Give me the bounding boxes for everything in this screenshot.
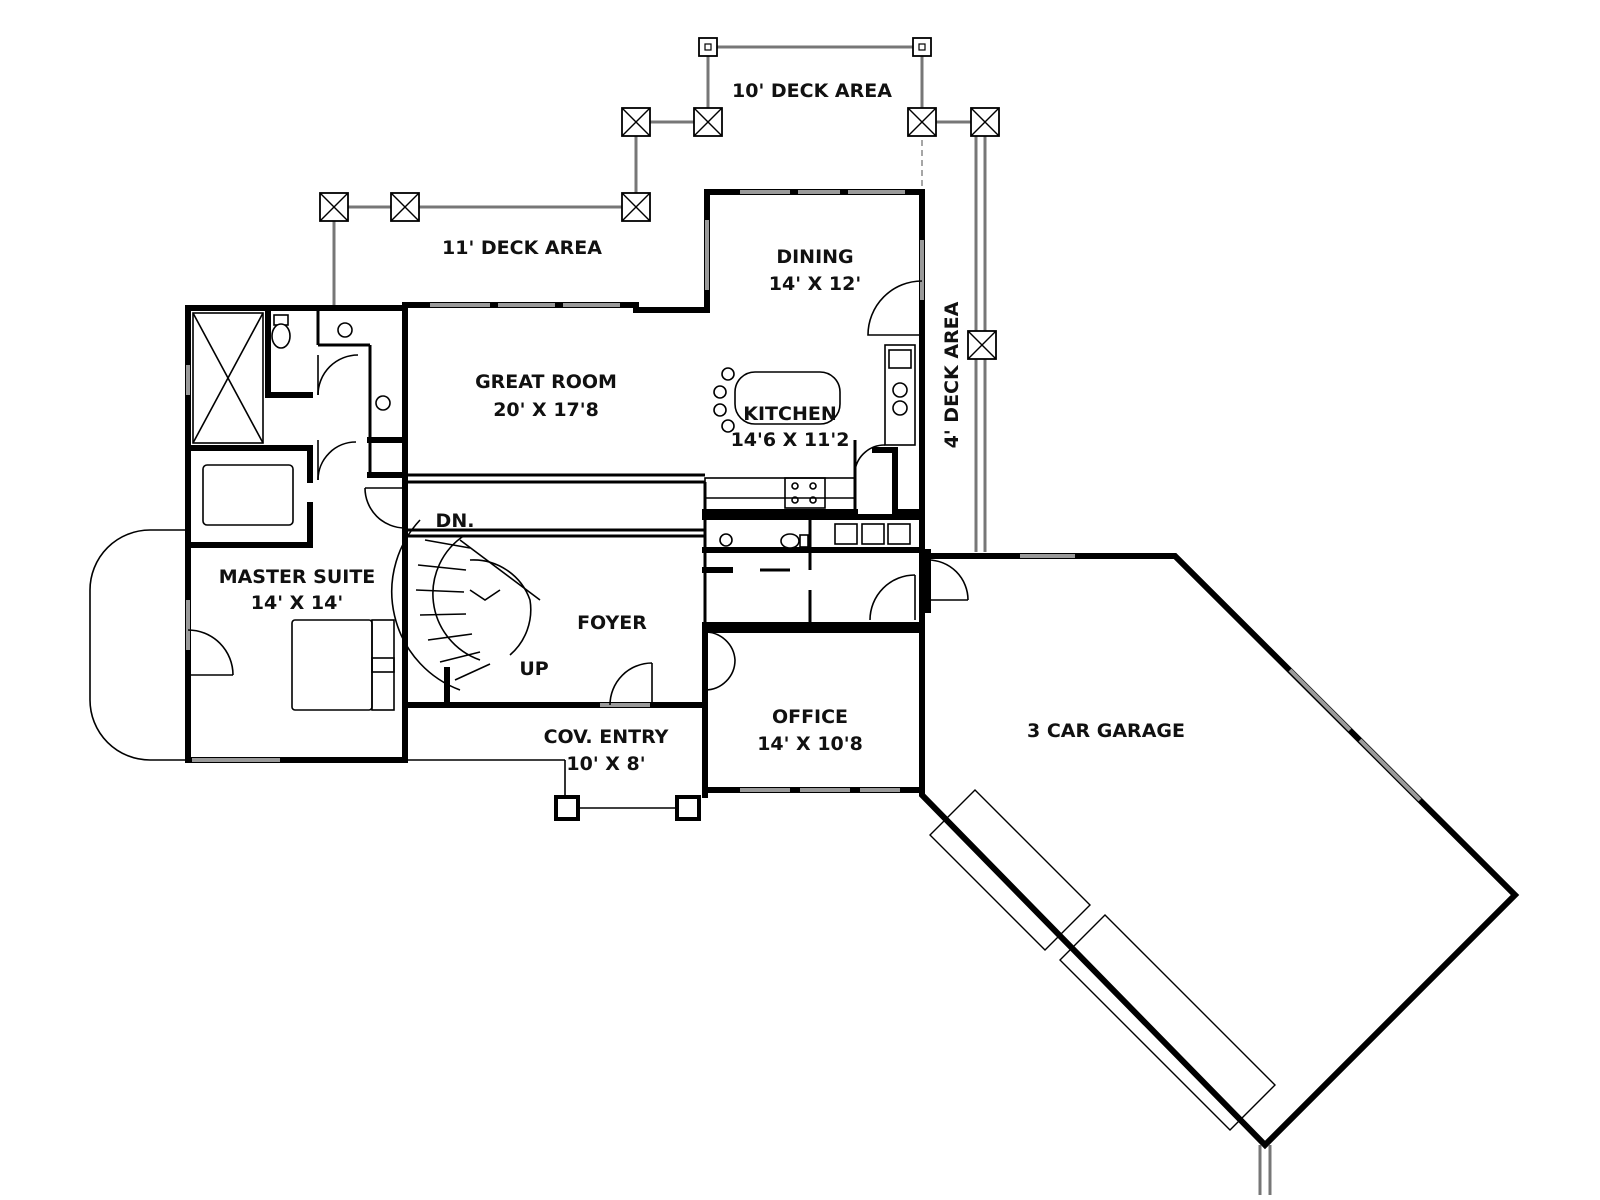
exterior-walls [185,189,1520,1150]
great-room-name: GREAT ROOM [475,371,617,393]
deck-4-label: 4' DECK AREA [941,301,963,448]
office-size: 14' X 10'8 [757,733,863,755]
interior-walls [185,305,931,708]
master-suite-name: MASTER SUITE [219,566,376,588]
windows [186,190,1422,802]
kitchen-name: KITCHEN [743,403,836,425]
doors [89,280,969,761]
master-suite-size: 14' X 14' [251,592,343,614]
cov-entry-size: 10' X 8' [566,753,645,775]
dining-name: DINING [776,246,853,268]
deck-posts [319,37,1000,360]
stairs-up-label: UP [519,658,548,680]
fixtures [192,312,916,821]
foyer-label: FOYER [577,612,647,634]
deck-11-label: 11' DECK AREA [442,237,602,259]
kitchen-size: 14'6 X 11'2 [731,429,850,451]
stairs-down-label: DN. [436,510,475,532]
garage-cars [929,789,1276,1131]
deck-10-label: 10' DECK AREA [732,80,892,102]
cov-entry-name: COV. ENTRY [544,726,669,748]
garage-label: 3 CAR GARAGE [1027,720,1185,742]
great-room-size: 20' X 17'8 [493,399,599,421]
room-labels: 10' DECK AREA 11' DECK AREA 4' DECK AREA… [219,80,1185,775]
office-name: OFFICE [772,706,848,728]
dining-size: 14' X 12' [769,273,861,295]
